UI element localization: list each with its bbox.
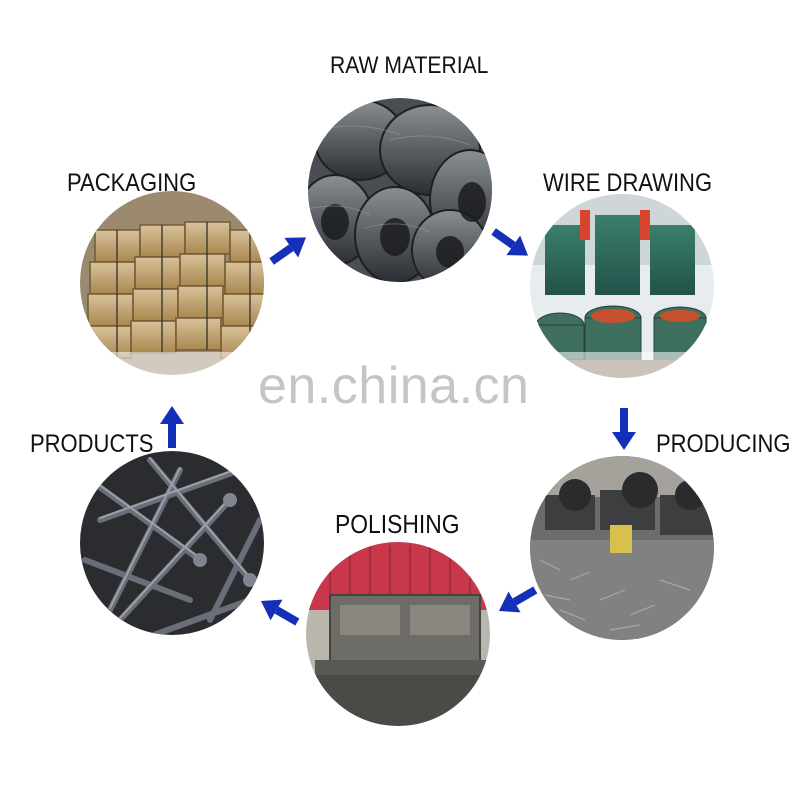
watermark-band [88,352,708,382]
step-label-wire-drawing: WIRE DRAWING [543,169,713,197]
step-label-packaging: PACKAGING [67,169,197,197]
arrow-icon [269,237,307,265]
step-label-polishing: POLISHING [335,509,460,539]
arrow-icon [612,408,636,450]
arrow-icon [498,586,538,613]
producing-photo [530,456,714,640]
arrow-icon [260,599,300,626]
packaging-photo [80,191,264,375]
step-label-producing: PRODUCING [656,430,791,458]
raw-material-photo [308,98,492,282]
arrow-icon [160,406,184,448]
watermark-text: en.china.cn [258,357,530,415]
products-photo [80,451,264,635]
step-label-products: PRODUCTS [30,430,154,458]
step-label-raw-material: RAW MATERIAL [330,52,489,79]
polishing-photo [306,542,490,726]
arrow-icon [491,228,529,256]
flow-arrows [160,228,636,626]
